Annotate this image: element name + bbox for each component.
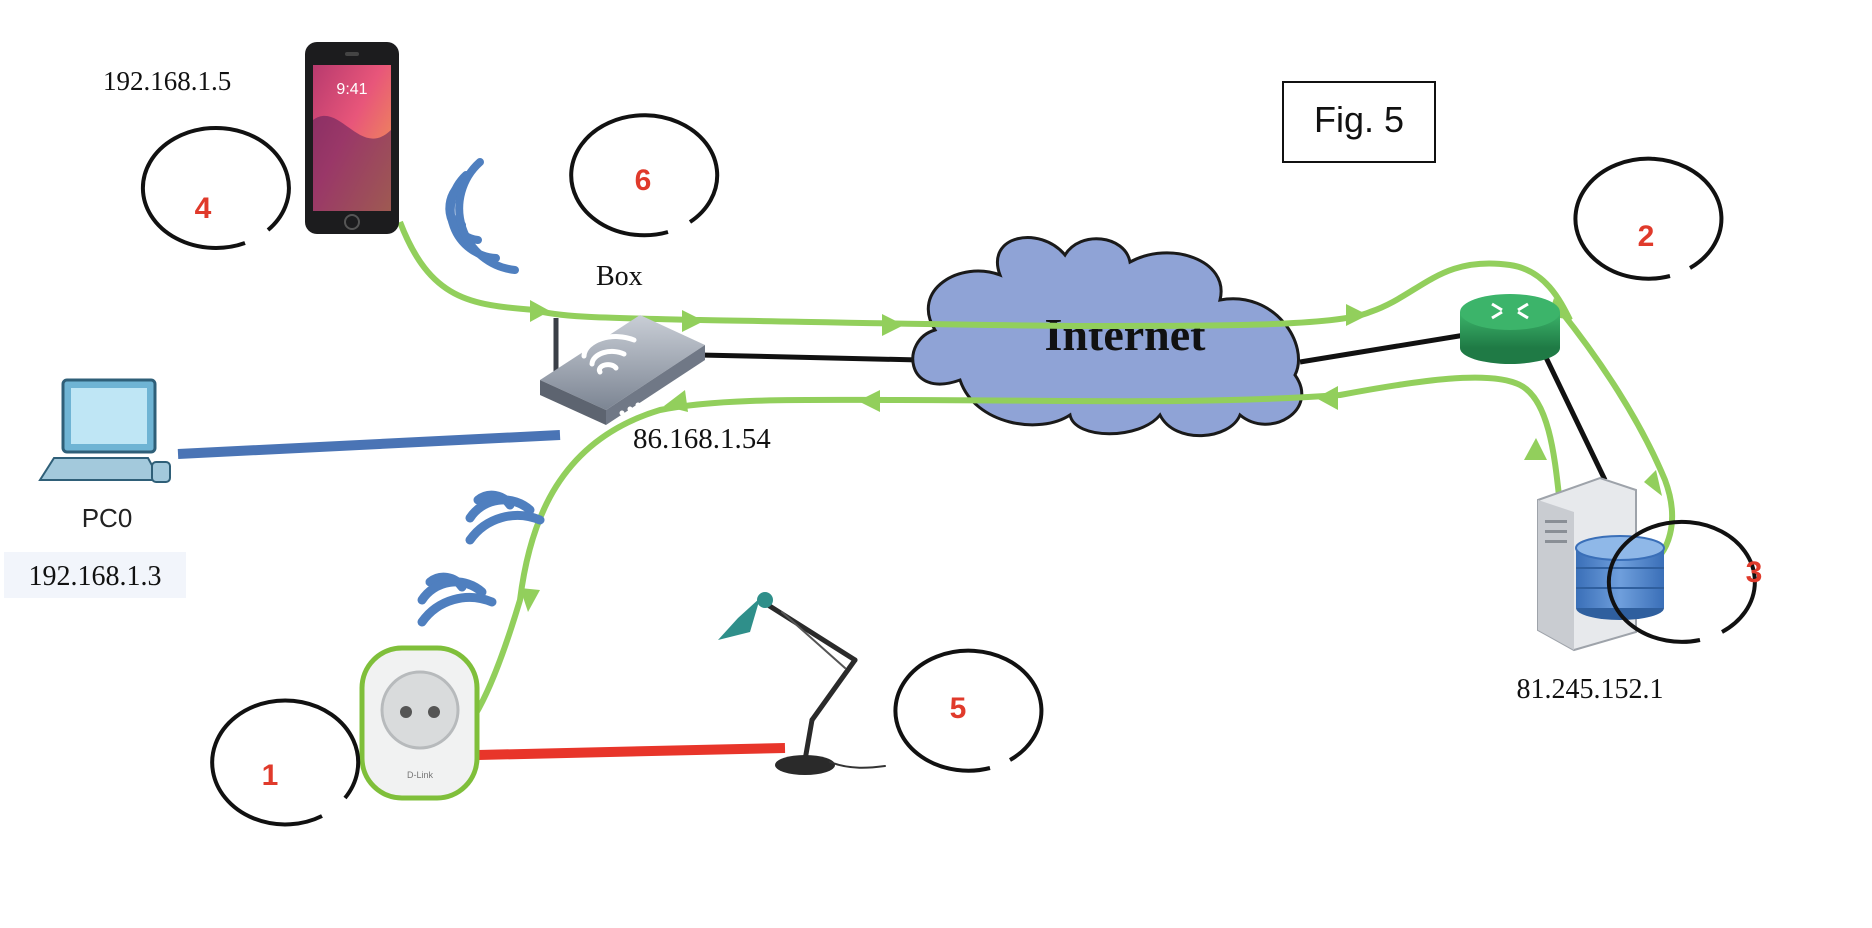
flow-router-to-server xyxy=(1557,308,1675,571)
svg-text:5: 5 xyxy=(950,692,967,725)
desk-lamp-icon xyxy=(718,592,886,775)
flow-server-to-plug xyxy=(472,374,1563,717)
figure-label: Fig. 5 xyxy=(1314,99,1404,140)
figure-label-box xyxy=(1282,81,1436,163)
lan-cable xyxy=(177,430,561,459)
pc-ip: 192.168.1.3 xyxy=(29,561,162,592)
box-to-internet-cable xyxy=(699,352,921,363)
plug-brand: D-Link xyxy=(407,770,434,780)
arrowhead xyxy=(858,390,880,412)
marker-4: 4 xyxy=(140,125,291,250)
arrowhead xyxy=(664,390,688,412)
pc-ip-background xyxy=(4,552,186,598)
svg-text:1: 1 xyxy=(262,759,279,792)
arrowhead xyxy=(530,300,550,322)
svg-text:6: 6 xyxy=(635,164,652,197)
arrowhead xyxy=(1644,470,1662,496)
phone-ip: 192.168.1.5 xyxy=(103,66,231,96)
arrowhead xyxy=(520,588,540,612)
plug-wifi-waves-icon xyxy=(417,490,545,627)
server-database-icon xyxy=(1537,476,1665,652)
marker-2: 2 xyxy=(1573,156,1724,281)
arrowhead xyxy=(1346,304,1368,326)
flow-arrowheads xyxy=(520,298,1662,612)
marker-3: 3 xyxy=(1606,519,1763,644)
server-ip: 81.245.152.1 xyxy=(1517,674,1664,705)
svg-text:9:41: 9:41 xyxy=(336,81,367,98)
marker-6: 6 xyxy=(569,113,720,238)
arrowhead xyxy=(882,314,904,336)
internet-cloud-icon: Internet xyxy=(911,236,1304,438)
svg-text:4: 4 xyxy=(195,192,212,225)
internet-to-router-cable xyxy=(1299,332,1466,365)
svg-text:2: 2 xyxy=(1638,220,1655,253)
arrowhead xyxy=(1524,438,1547,460)
marker-5: 5 xyxy=(893,648,1044,773)
smart-plug-icon: D-Link xyxy=(359,645,480,801)
router-icon xyxy=(1460,294,1560,364)
internet-label: Internet xyxy=(1045,309,1207,360)
phone-wifi-waves-icon xyxy=(445,158,519,274)
svg-text:3: 3 xyxy=(1746,556,1763,589)
box-ip: 86.168.1.54 xyxy=(633,423,771,455)
pc-label: PC0 xyxy=(82,503,133,533)
smartphone-icon: 9:41 xyxy=(305,42,399,234)
box-label: Box xyxy=(596,261,643,292)
router-to-server-cable xyxy=(1537,343,1608,482)
arrowhead xyxy=(682,310,704,332)
wifi-router-icon xyxy=(540,315,705,425)
desktop-pc-icon xyxy=(38,378,171,483)
marker-1: 1 xyxy=(210,698,361,827)
power-cable xyxy=(477,743,786,760)
arrowhead xyxy=(1316,386,1338,410)
